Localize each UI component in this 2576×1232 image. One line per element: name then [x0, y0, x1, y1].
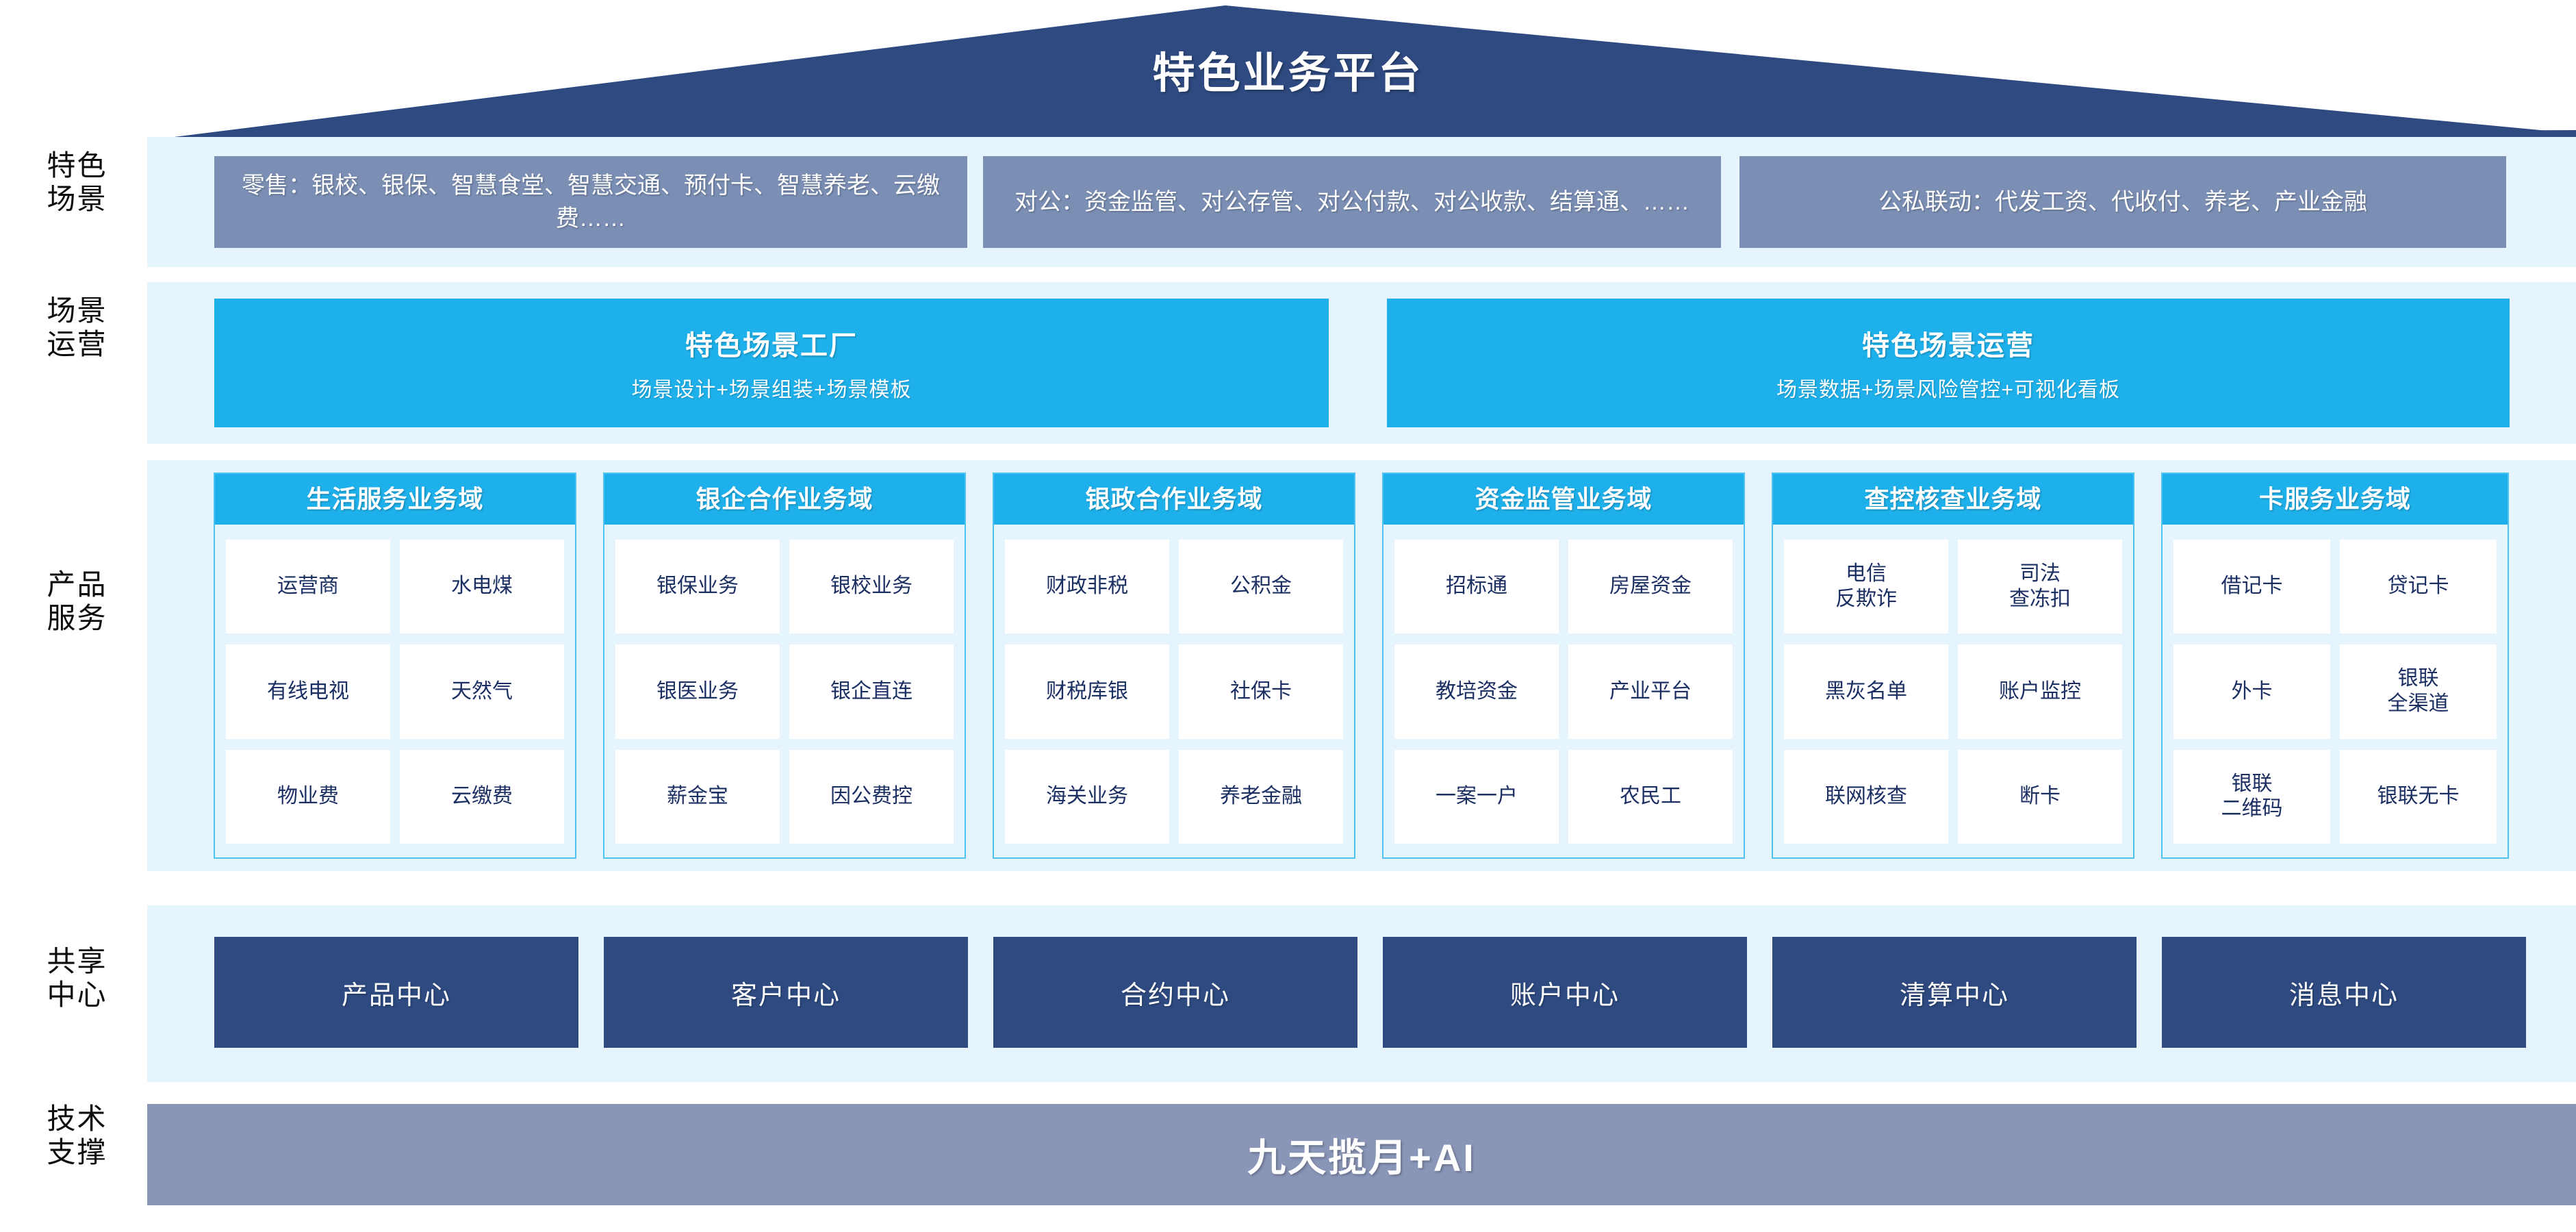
row-label-tech-support: 技术 支撑 — [14, 1103, 140, 1169]
product-item-grid: 电信 反欺诈 司法 查冻扣 黑灰名单 账户监控 联网核查 断卡 — [1773, 525, 2133, 857]
shared-center-label: 客户中心 — [730, 981, 841, 1010]
product-domain-investigation-control[interactable]: 查控核查业务域 电信 反欺诈 司法 查冻扣 黑灰名单 账户监控 联网核查 断卡 — [1772, 473, 2134, 859]
product-item-grid: 运营商 水电煤 有线电视 天然气 物业费 云缴费 — [215, 525, 575, 857]
shared-center-label: 产品中心 — [341, 981, 451, 1010]
product-item[interactable]: 外卡 — [2173, 644, 2330, 739]
page-title: 特色业务平台 — [1152, 50, 1424, 97]
product-item-grid: 银保业务 银校业务 银医业务 银企直连 薪金宝 因公费控 — [604, 525, 965, 857]
shared-center-message[interactable]: 消息中心 — [2162, 937, 2526, 1048]
product-item[interactable]: 养老金融 — [1179, 749, 1343, 844]
product-item[interactable]: 公积金 — [1179, 540, 1343, 634]
ops-title: 特色场景运营 — [1862, 331, 2035, 361]
product-item-grid: 借记卡 贷记卡 外卡 银联 全渠道 银联 二维码 银联无卡 — [2163, 525, 2508, 857]
tech-support-label: 九天揽月+AI — [1247, 1135, 1476, 1179]
product-domain-title: 资金监管业务域 — [1383, 474, 1744, 525]
product-item[interactable]: 社保卡 — [1179, 644, 1343, 739]
product-item[interactable]: 财税库银 — [1005, 644, 1169, 739]
shared-center-account[interactable]: 账户中心 — [1383, 937, 1747, 1048]
product-item[interactable]: 一案一户 — [1394, 749, 1559, 844]
row-label-text: 特色 场景 — [47, 149, 107, 215]
product-item[interactable]: 财政非税 — [1005, 540, 1169, 634]
product-item[interactable]: 银校业务 — [789, 540, 954, 634]
ops-subtitle: 场景数据+场景风险管控+可视化看板 — [1776, 379, 2121, 401]
shared-center-settlement[interactable]: 清算中心 — [1772, 937, 2137, 1048]
shared-center-product[interactable]: 产品中心 — [214, 937, 578, 1048]
platform-roof: 特色业务平台 — [0, 0, 2576, 140]
product-domain-title: 生活服务业务域 — [215, 474, 575, 525]
product-domain-bank-enterprise[interactable]: 银企合作业务域 银保业务 银校业务 银医业务 银企直连 薪金宝 因公费控 — [603, 473, 966, 859]
product-item[interactable]: 银企直连 — [789, 644, 954, 739]
shared-center-contract[interactable]: 合约中心 — [993, 937, 1357, 1048]
product-domain-title: 银政合作业务域 — [994, 474, 1354, 525]
scene-box-text: 公私联动：代发工资、代收付、养老、产业金融 — [1878, 188, 2367, 215]
product-item[interactable]: 海关业务 — [1005, 749, 1169, 844]
row-label-special-scenes: 特色 场景 — [14, 149, 140, 216]
row-label-shared-centers: 共享 中心 — [14, 945, 140, 1011]
product-item[interactable]: 银医业务 — [615, 644, 780, 739]
product-domain-fund-supervision[interactable]: 资金监管业务域 招标通 房屋资金 教培资金 产业平台 一案一户 农民工 — [1382, 473, 1745, 859]
product-item[interactable]: 水电煤 — [400, 540, 564, 634]
scene-box-text: 零售：银校、银保、智慧食堂、智慧交通、预付卡、智慧养老、云缴费…… — [242, 172, 940, 231]
product-item[interactable]: 断卡 — [1958, 749, 2122, 844]
row-label-product-services: 产品 服务 — [14, 568, 140, 635]
product-item[interactable]: 银联 全渠道 — [2340, 644, 2497, 739]
product-item[interactable]: 物业费 — [226, 749, 390, 844]
product-item[interactable]: 借记卡 — [2173, 540, 2330, 634]
product-domain-title: 查控核查业务域 — [1773, 474, 2133, 525]
product-item[interactable]: 联网核查 — [1784, 749, 1948, 844]
scene-box-retail[interactable]: 零售：银校、银保、智慧食堂、智慧交通、预付卡、智慧养老、云缴费…… — [214, 156, 967, 248]
product-item[interactable]: 司法 查冻扣 — [1958, 540, 2122, 634]
product-item[interactable]: 贷记卡 — [2340, 540, 2497, 634]
product-item[interactable]: 电信 反欺诈 — [1784, 540, 1948, 634]
shared-centers-band: 产品中心 客户中心 合约中心 账户中心 清算中心 消息中心 — [147, 905, 2576, 1082]
tech-support-bar[interactable]: 九天揽月+AI — [147, 1104, 2576, 1205]
shared-center-label: 清算中心 — [1899, 981, 2009, 1010]
product-item[interactable]: 教培资金 — [1394, 644, 1559, 739]
row-label-text: 场景 运营 — [47, 294, 107, 360]
scene-box-public-private[interactable]: 公私联动：代发工资、代收付、养老、产业金融 — [1739, 156, 2506, 248]
shared-center-label: 消息中心 — [2288, 981, 2399, 1010]
product-item[interactable]: 运营商 — [226, 540, 390, 634]
product-domain-bank-government[interactable]: 银政合作业务域 财政非税 公积金 财税库银 社保卡 海关业务 养老金融 — [993, 473, 1355, 859]
product-item[interactable]: 黑灰名单 — [1784, 644, 1948, 739]
product-item[interactable]: 产业平台 — [1568, 644, 1733, 739]
product-item[interactable]: 云缴费 — [400, 749, 564, 844]
shared-center-label: 合约中心 — [1120, 981, 1230, 1010]
product-item[interactable]: 银联无卡 — [2340, 749, 2497, 844]
product-item[interactable]: 有线电视 — [226, 644, 390, 739]
product-item[interactable]: 因公费控 — [789, 749, 954, 844]
product-domain-title: 卡服务业务域 — [2163, 474, 2508, 525]
product-item-grid: 财政非税 公积金 财税库银 社保卡 海关业务 养老金融 — [994, 525, 1354, 857]
product-services-band: 生活服务业务域 运营商 水电煤 有线电视 天然气 物业费 云缴费 银企合作业务域… — [147, 460, 2576, 871]
product-domain-life-services[interactable]: 生活服务业务域 运营商 水电煤 有线电视 天然气 物业费 云缴费 — [214, 473, 576, 859]
scene-box-text: 对公：资金监管、对公存管、对公付款、对公收款、结算通、…… — [1015, 188, 1689, 215]
ops-box-scene-operations[interactable]: 特色场景运营 场景数据+场景风险管控+可视化看板 — [1387, 299, 2510, 427]
product-domain-card-services[interactable]: 卡服务业务域 借记卡 贷记卡 外卡 银联 全渠道 银联 二维码 银联无卡 — [2161, 473, 2509, 859]
operations-band: 特色场景工厂 场景设计+场景组装+场景模板 特色场景运营 场景数据+场景风险管控… — [147, 282, 2576, 444]
product-item[interactable]: 账户监控 — [1958, 644, 2122, 739]
ops-box-scene-factory[interactable]: 特色场景工厂 场景设计+场景组装+场景模板 — [214, 299, 1329, 427]
product-item[interactable]: 房屋资金 — [1568, 540, 1733, 634]
row-label-scene-operations: 场景 运营 — [14, 294, 140, 361]
scene-box-corporate[interactable]: 对公：资金监管、对公存管、对公付款、对公收款、结算通、…… — [983, 156, 1721, 248]
product-item[interactable]: 薪金宝 — [615, 749, 780, 844]
shared-center-label: 账户中心 — [1509, 981, 1620, 1010]
roof-shape — [147, 5, 2576, 140]
product-item[interactable]: 银保业务 — [615, 540, 780, 634]
ops-title: 特色场景工厂 — [685, 331, 858, 361]
product-item[interactable]: 招标通 — [1394, 540, 1559, 634]
product-item-grid: 招标通 房屋资金 教培资金 产业平台 一案一户 农民工 — [1383, 525, 1744, 857]
row-label-text: 产品 服务 — [47, 568, 107, 634]
row-label-text: 技术 支撑 — [47, 1103, 107, 1168]
product-item[interactable]: 天然气 — [400, 644, 564, 739]
product-item[interactable]: 银联 二维码 — [2173, 749, 2330, 844]
ops-subtitle: 场景设计+场景组装+场景模板 — [631, 379, 912, 401]
product-domain-title: 银企合作业务域 — [604, 474, 965, 525]
scenes-band: 零售：银校、银保、智慧食堂、智慧交通、预付卡、智慧养老、云缴费…… 对公：资金监… — [147, 137, 2576, 267]
shared-center-customer[interactable]: 客户中心 — [604, 937, 968, 1048]
product-item[interactable]: 农民工 — [1568, 749, 1733, 844]
row-label-text: 共享 中心 — [47, 945, 107, 1011]
